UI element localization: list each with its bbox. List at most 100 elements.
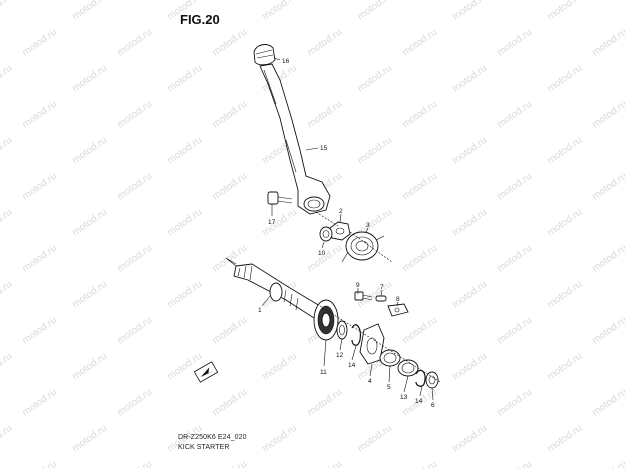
part-14-circlip-upper — [351, 324, 361, 346]
watermark-text: motod.ru — [260, 207, 299, 239]
watermark-text: motod.ru — [590, 243, 625, 275]
part-1-kick-starter-shaft — [233, 263, 321, 319]
watermark-text: motod.ru — [210, 387, 249, 419]
callout-15: 15 — [320, 145, 328, 152]
watermark-text: motod.ru — [355, 423, 394, 455]
watermark-text: motod.ru — [450, 279, 489, 311]
watermark-text: motod.ru — [0, 207, 14, 239]
watermark-text: motod.ru — [400, 27, 439, 59]
watermark-text: motod.ru — [495, 99, 534, 131]
watermark-text: motod.ru — [210, 27, 249, 59]
watermark-text: motod.ru — [165, 63, 204, 95]
watermark-text: motod.ru — [495, 27, 534, 59]
watermark-text: motod.ru — [260, 0, 299, 22]
watermark-text: motod.ru — [210, 99, 249, 131]
watermark-text: motod.ru — [165, 279, 204, 311]
watermark-text: motod.ru — [590, 171, 625, 203]
watermark-text: motod.ru — [20, 27, 59, 59]
watermark-text: motod.ru — [590, 99, 625, 131]
watermark-text: motod.ru — [355, 135, 394, 167]
watermark-text: motod.ru — [0, 63, 14, 95]
callout-leader-lines — [261, 57, 434, 401]
watermark-text: motod.ru — [450, 207, 489, 239]
watermark-text: motod.ru — [20, 459, 59, 468]
watermark-text: motod.ru — [590, 387, 625, 419]
watermark-text: motod.ru — [20, 243, 59, 275]
watermark-text: motod.ru — [305, 99, 344, 131]
watermark-text: motod.ru — [210, 315, 249, 347]
part-14-circlip-lower — [415, 369, 426, 387]
callout-2: 2 — [339, 208, 343, 215]
callout-16: 16 — [282, 58, 290, 65]
watermark-text: motod.ru — [115, 387, 154, 419]
part-12-washer — [336, 320, 348, 340]
callout-13: 13 — [400, 394, 408, 401]
watermark-text: motod.ru — [70, 63, 109, 95]
watermark-text: motod.ru — [165, 135, 204, 167]
part-8-guide-plate — [387, 303, 409, 317]
watermark-text: motod.ru — [545, 207, 584, 239]
watermark-text: motod.ru — [115, 27, 154, 59]
callout-1: 1 — [258, 307, 262, 314]
part-17-bolt — [267, 191, 293, 205]
callout-9: 9 — [356, 282, 360, 289]
watermark-text: motod.ru — [450, 0, 489, 22]
watermark-text: motod.ru — [20, 315, 59, 347]
watermark-text: motod.ru — [70, 351, 109, 383]
watermark-text: motod.ru — [400, 315, 439, 347]
part-11-driven-gear — [313, 299, 339, 341]
watermark-text: motod.ru — [400, 243, 439, 275]
watermark-text: motod.ru — [305, 387, 344, 419]
watermark-text: motod.ru — [545, 351, 584, 383]
watermark-text: motod.ru — [210, 459, 249, 468]
part-3-return-spring — [341, 231, 385, 263]
watermark-text: motod.ru — [495, 171, 534, 203]
watermark-text: motod.ru — [305, 27, 344, 59]
callout-8: 8 — [396, 296, 400, 303]
part-9-bolt — [354, 291, 373, 301]
watermark-text: motod.ru — [115, 315, 154, 347]
part-6-washer — [425, 371, 439, 389]
watermark-text: motod.ru — [0, 351, 14, 383]
figure-title: FIG.20 — [180, 12, 220, 27]
watermark-text: motod.ru — [165, 0, 204, 22]
part-10-washer — [319, 226, 333, 242]
callout-labels: 16 15 17 2 3 10 1 9 7 8 11 12 14 4 5 13 … — [258, 58, 435, 409]
watermark-text: motod.ru — [495, 315, 534, 347]
front-direction-arrow-icon — [193, 361, 219, 383]
part-16-kick-pedal-rubber — [253, 44, 276, 66]
watermark-text: motod.ru — [450, 135, 489, 167]
watermark-text: motod.ru — [260, 351, 299, 383]
part-5-spring — [379, 349, 401, 367]
watermark-text: motod.ru — [355, 63, 394, 95]
watermark-text: motod.ru — [590, 459, 625, 468]
watermark-text: motod.ru — [355, 0, 394, 22]
watermark-text: motod.ru — [0, 135, 14, 167]
watermark-text: motod.ru — [20, 387, 59, 419]
watermark-text: motod.ru — [400, 459, 439, 468]
callout-10: 10 — [318, 250, 326, 257]
watermark-text: motod.ru — [165, 207, 204, 239]
watermark-text: motod.ru — [0, 423, 14, 455]
watermark-text: motod.ru — [450, 351, 489, 383]
watermark-text: motod.ru — [450, 423, 489, 455]
watermark-text: motod.ru — [115, 171, 154, 203]
watermark-text: motod.ru — [495, 243, 534, 275]
model-code: DR-Z250K6 E24_020 — [178, 434, 247, 441]
watermark-text: motod.ru — [450, 63, 489, 95]
watermark-text: motod.ru — [0, 279, 14, 311]
watermark-text: motod.ru — [545, 423, 584, 455]
watermark-text: motod.ru — [590, 27, 625, 59]
part-7-pin — [375, 295, 387, 302]
watermark-text: motod.ru — [70, 0, 109, 22]
watermark-text: motod.ru — [20, 99, 59, 131]
watermark-text: motod.ru — [495, 387, 534, 419]
callout-6: 6 — [431, 402, 435, 409]
callout-4: 4 — [368, 378, 372, 385]
watermark-text: motod.ru — [545, 0, 584, 22]
watermark-text: motod.ru — [495, 459, 534, 468]
callout-12: 12 — [336, 352, 344, 359]
part-2-nut — [329, 221, 351, 241]
